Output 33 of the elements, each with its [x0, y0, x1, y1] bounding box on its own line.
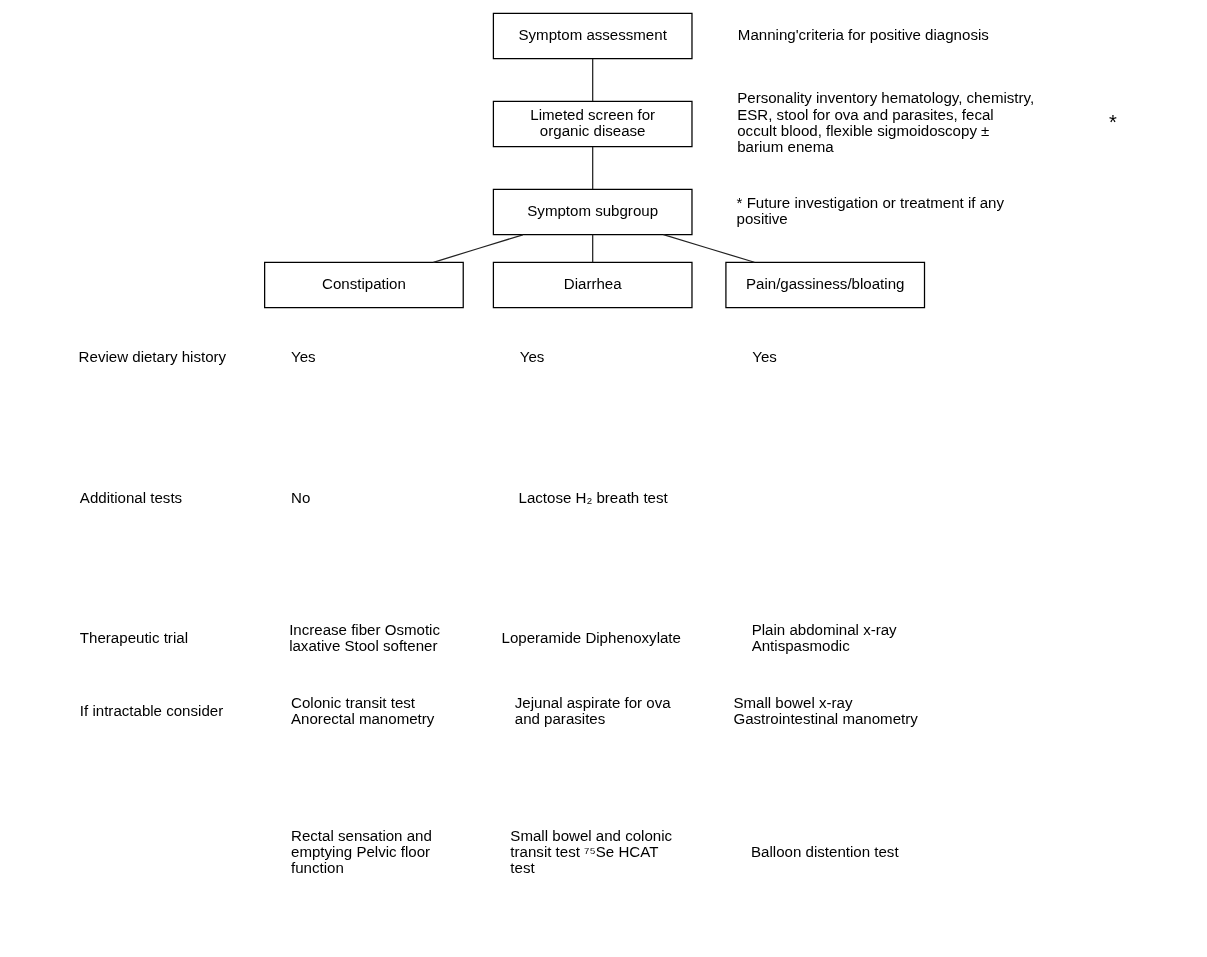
label: Loperamide Diphenoxylate	[501, 629, 681, 647]
label: Increase fiber Osmotic laxative Stool softener	[288, 621, 440, 655]
label: Yes	[290, 347, 316, 365]
label: If intractable consider	[79, 702, 223, 720]
connector	[591, 146, 593, 190]
label: Balloon distention test	[750, 842, 899, 860]
node-box: Diarrhea	[492, 261, 693, 309]
node-box: Pain/gassiness/bloating	[724, 261, 925, 309]
node-box: Limeted screen for organic disease	[492, 100, 693, 148]
label: Yes	[519, 347, 544, 365]
connector	[591, 58, 593, 102]
label: Review dietary history	[78, 347, 226, 365]
label: Jejunal aspirate for ova and parasites	[514, 694, 671, 728]
label: Colonic transit test Anorectal manometry	[290, 694, 434, 728]
label: Small bowel x-ray Gastrointestinal manometry	[732, 694, 918, 728]
label: Lactose H₂ breath test	[518, 488, 668, 506]
node-box: Constipation	[263, 261, 464, 309]
connector	[662, 234, 755, 263]
label: No	[290, 488, 310, 506]
label: * Future investigation or treatment if any positive	[736, 193, 1004, 228]
label: Additional tests	[79, 488, 182, 506]
label: Manning'criteria for positive diagnosis	[737, 25, 989, 43]
label: Yes	[751, 347, 777, 365]
connector	[432, 234, 523, 263]
node-box: Symptom subgroup	[492, 188, 693, 236]
label: Personality inventory hematology, chemistry, ESR, stool for ova and parasites, fecal occult blood, flexible sigmoidoscopy ± barium enema	[736, 89, 1034, 156]
label: Therapeutic trial	[79, 629, 188, 647]
connector	[591, 234, 593, 263]
node-box: Symptom assessment	[492, 12, 693, 60]
label: Small bowel and colonic transit test ⁷⁵Se HCAT test	[509, 826, 672, 877]
label: Plain abdominal x-ray Antispasmodic	[751, 621, 897, 655]
label: *	[1108, 110, 1117, 133]
label: Rectal sensation and emptying Pelvic floor function	[290, 826, 432, 877]
